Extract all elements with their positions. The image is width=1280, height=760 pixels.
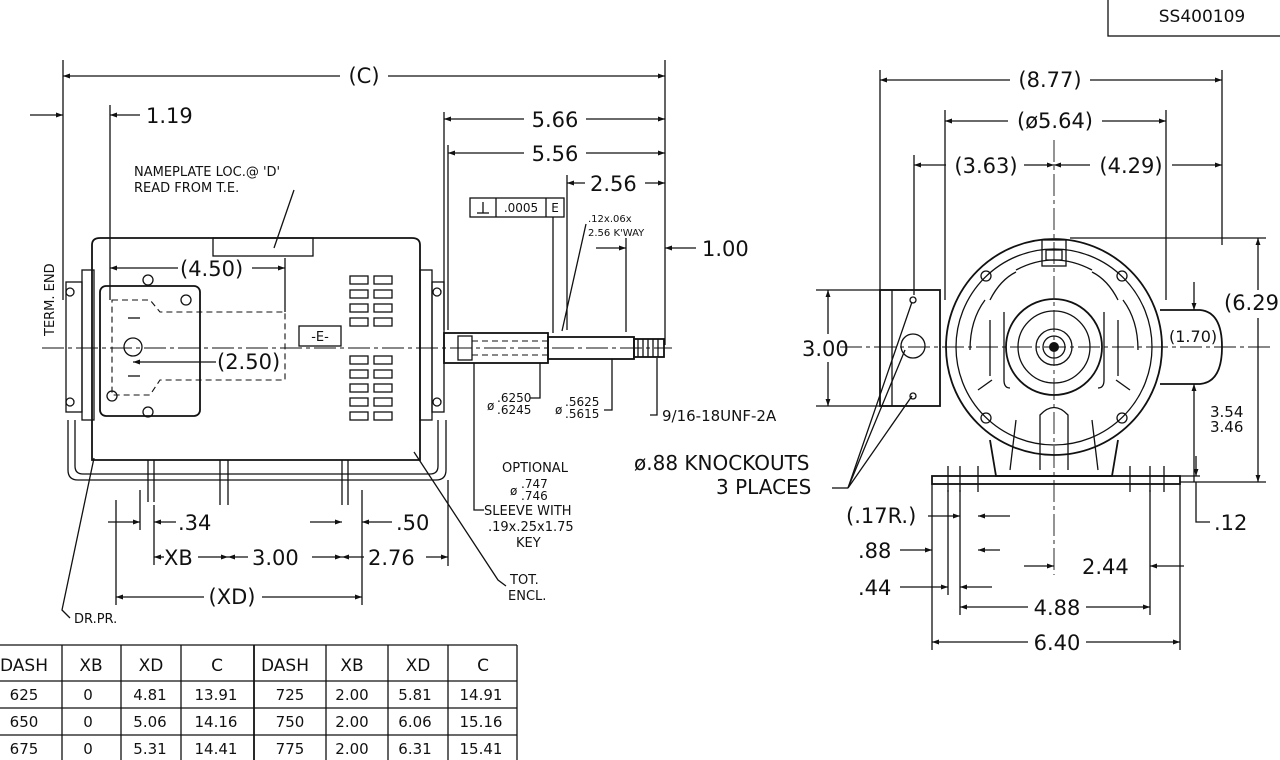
- dim-2-44: 2.44: [1082, 555, 1129, 579]
- table-cell: 14.41: [195, 740, 238, 758]
- dim-4-88: 4.88: [1034, 596, 1081, 620]
- table-cell: 5.06: [133, 713, 166, 731]
- dim-6-29: (6.29: [1224, 291, 1279, 315]
- dim-88: .88: [858, 539, 891, 563]
- dim-3-54: 3.54: [1210, 403, 1243, 421]
- table-cell: 0: [83, 713, 93, 731]
- table-header-xd-2: XD: [406, 656, 431, 676]
- dim-xd: (XD): [209, 585, 256, 609]
- dim-50: .50: [396, 511, 429, 535]
- dim-1-19: 1.19: [146, 104, 193, 128]
- dim-4-50: (4.50): [180, 257, 243, 281]
- knockouts-line2: 3 PLACES: [716, 475, 811, 499]
- shaft-dia-upper: .6250: [497, 391, 531, 405]
- dim-8-77: (8.77): [1018, 68, 1081, 92]
- table-cell: 0: [83, 740, 93, 758]
- step-dia-prefix: ø: [555, 403, 562, 417]
- dim-6-40: 6.40: [1034, 631, 1081, 655]
- dim-44: .44: [858, 576, 891, 600]
- dim-1-00: 1.00: [702, 237, 749, 261]
- dim-1-70: (1.70): [1169, 327, 1217, 346]
- end-view: (8.77) (ø5.64) (3.63) (4.29) (6.29 3.00: [634, 68, 1279, 655]
- optional-dia-prefix: ø: [510, 484, 517, 498]
- table-cell: 750: [276, 713, 305, 731]
- table-header-c: C: [211, 656, 223, 676]
- table-cell: 6.06: [398, 713, 431, 731]
- table-header-xd: XD: [139, 656, 164, 676]
- table-cell: 6.31: [398, 740, 431, 758]
- table-cell: 2.00: [335, 740, 368, 758]
- table-cell: 725: [276, 686, 305, 704]
- dim-2-50: (2.50): [217, 350, 280, 374]
- tot-encl-line1: TOT.: [509, 573, 539, 588]
- term-end-label: TERM. END: [43, 263, 58, 337]
- optional-line1: SLEEVE WITH: [484, 504, 572, 519]
- vent-grille: [349, 275, 393, 421]
- dim-4-29: (4.29): [1099, 154, 1162, 178]
- title-block: SS400109: [1107, 0, 1280, 37]
- table-cell: 14.91: [460, 686, 503, 704]
- dim-c: (C): [348, 64, 379, 88]
- dim-34: .34: [178, 511, 211, 535]
- table-header-c-2: C: [477, 656, 489, 676]
- table-cell: 625: [10, 686, 39, 704]
- dim-2-56: 2.56: [590, 172, 637, 196]
- dim-12: .12: [1214, 511, 1247, 535]
- keyway-note-line1: .12x.06x: [588, 214, 632, 225]
- optional-line2: .19x.25x1.75: [488, 520, 574, 535]
- dim-5-66: 5.66: [532, 108, 579, 132]
- table-cell: 5.31: [133, 740, 166, 758]
- dim-5-56: 5.56: [532, 142, 579, 166]
- optional-title: OPTIONAL: [502, 461, 569, 476]
- knockouts-line1: ø.88 KNOCKOUTS: [634, 451, 810, 475]
- table-cell: 14.16: [195, 713, 238, 731]
- dim-3-46: 3.46: [1210, 418, 1243, 436]
- dim-xb: XB: [164, 546, 193, 570]
- shaft-dia-lower: .6245: [497, 403, 531, 417]
- table-header-xb-2: XB: [340, 656, 363, 676]
- datum-e: -E-: [311, 330, 329, 345]
- dash-dimension-table: DASH XB XD C DASH XB XD C 625 0 4.81 13.…: [0, 644, 518, 760]
- tolerance-value: .0005: [504, 201, 538, 215]
- dim-3-00: 3.00: [252, 546, 299, 570]
- table-cell: 650: [10, 713, 39, 731]
- dim-17r: (.17R.): [846, 504, 916, 528]
- dim-2-76: 2.76: [368, 546, 415, 570]
- table-cell: 15.16: [460, 713, 503, 731]
- drawing-number: SS400109: [1159, 7, 1245, 27]
- table-cell: 4.81: [133, 686, 166, 704]
- side-view: (C) 1.19 5.66 5.56 2.56 1.00 NAMEPLATE L…: [30, 60, 777, 627]
- step-dia-lower: .5615: [565, 407, 599, 421]
- table-cell: 2.00: [335, 713, 368, 731]
- dr-pr-label: DR.PR.: [74, 612, 117, 627]
- table-header-dash-2: DASH: [261, 656, 309, 676]
- dim-5-64: (ø5.64): [1017, 109, 1093, 133]
- step-dia-upper: .5625: [565, 395, 599, 409]
- table-cell: 2.00: [335, 686, 368, 704]
- optional-line3: KEY: [516, 536, 541, 551]
- tolerance-datum: E: [551, 201, 559, 215]
- table-cell: 5.81: [398, 686, 431, 704]
- dim-3-63: (3.63): [954, 154, 1017, 178]
- table-cell: 0: [83, 686, 93, 704]
- table-cell: 775: [276, 740, 305, 758]
- table-cell: 675: [10, 740, 39, 758]
- dim-end-3-00: 3.00: [802, 337, 849, 361]
- nameplate-note-line2: READ FROM T.E.: [134, 181, 239, 196]
- optional-dia-lower: .746: [521, 489, 548, 503]
- optional-dia-upper: .747: [521, 477, 548, 491]
- thread-callout: 9/16-18UNF-2A: [662, 407, 777, 425]
- nameplate-note-line1: NAMEPLATE LOC.@ 'D': [134, 165, 280, 180]
- keyway-note-line2: 2.56 K'WAY: [588, 228, 645, 239]
- table-header-xb: XB: [79, 656, 102, 676]
- table-cell: 13.91: [195, 686, 238, 704]
- table-cell: 15.41: [460, 740, 503, 758]
- shaft-dia-prefix: ø: [487, 399, 494, 413]
- table-header-dash: DASH: [0, 656, 48, 676]
- tot-encl-line2: ENCL.: [508, 589, 546, 604]
